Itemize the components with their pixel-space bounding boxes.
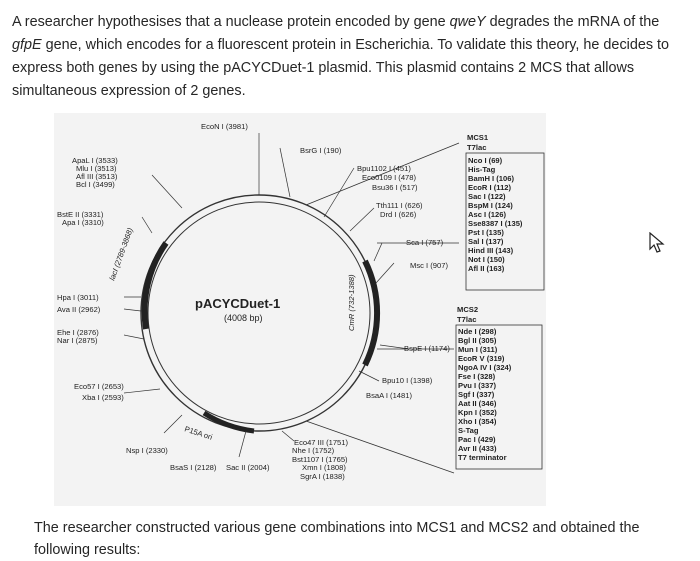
site-label: Tth111 I (626): [376, 201, 423, 210]
site-label: Nsp I (2330): [126, 446, 168, 455]
site-label: Sca I (757): [406, 238, 444, 247]
site-label: Ehe I (2876): [57, 328, 99, 337]
site-label: Eco57 I (2653): [74, 382, 124, 391]
laci-label: lacI (2789-3868): [107, 226, 135, 281]
site-label: Eco47 III (1751): [294, 438, 349, 447]
site-label: BspE I (1174): [404, 344, 450, 353]
mcs2-site: Kpn I (352): [458, 408, 497, 417]
mcs2-site: Fse I (328): [458, 372, 496, 381]
mcs1-site: Afl II (163): [468, 264, 505, 273]
site-label: Nar I (2875): [57, 336, 98, 345]
plasmid-ring-inner: [147, 201, 371, 425]
mcs1-site: Sac I (122): [468, 192, 506, 201]
site-label: Mlu I (3513): [76, 164, 117, 173]
site-label: Drd I (626): [380, 210, 417, 219]
mcs1-site: Pst I (135): [468, 228, 504, 237]
site-label: ApaL I (3533): [72, 156, 118, 165]
site-label: BsrG I (190): [300, 146, 342, 155]
right-sites: Bpu1102 I (451) Eco0109 I (478) Bsu36 I …: [357, 164, 450, 400]
site-label: EcoN I (3981): [201, 122, 248, 131]
site-label: Msc I (907): [410, 261, 448, 270]
mcs1-site: Hind III (143): [468, 246, 514, 255]
site-label: Sac II (2004): [226, 463, 270, 472]
mcs2-site: NgoA IV I (324): [458, 363, 512, 372]
mcs2-site: S-Tag: [458, 426, 479, 435]
mouse-cursor-icon: [649, 232, 665, 253]
site-label: Hpa I (3011): [57, 293, 99, 302]
laci-arc: [141, 241, 169, 330]
site-label: BsaS I (2128): [170, 463, 217, 472]
mcs2-site: Sgf I (337): [458, 390, 495, 399]
footer-text: The researcher constructed various gene …: [34, 520, 640, 558]
mcs1-site: Nco I (69): [468, 156, 503, 165]
site-label: Bpu10 I (1398): [382, 376, 433, 385]
site-label: Bpu1102 I (451): [357, 164, 411, 173]
mcs2-site: Mun I (311): [458, 345, 498, 354]
ori-arc: [202, 410, 255, 434]
site-label: Eco0109 I (478): [362, 173, 417, 182]
cmr-label: CmR (732-1388): [347, 274, 356, 331]
plasmid-map-svg: ApaL I (3533) Mlu I (3513) Afl III (3513…: [57, 122, 545, 481]
mcs1-site: EcoR I (112): [468, 183, 512, 192]
question-part: degrades the mRNA of the: [485, 14, 660, 30]
mcs1-site: Asc I (126): [468, 210, 506, 219]
site-label: Ava II (2962): [57, 305, 101, 314]
site-label: Nhe I (1752): [292, 446, 335, 455]
mcs2-site: T7 terminator: [458, 453, 507, 462]
mcs2-site: Bgl II (305): [458, 336, 497, 345]
site-label: SgrA I (1838): [300, 472, 345, 481]
mcs1-title: MCS1: [467, 133, 489, 142]
mcs2-site: Nde I (298): [458, 327, 497, 336]
site-label: Bcl I (3499): [76, 180, 115, 189]
mcs2-site: Pvu I (337): [458, 381, 496, 390]
site-label: Xba I (2593): [82, 393, 124, 402]
question-part: A researcher hypothesises that a nucleas…: [12, 14, 450, 30]
plasmid-size: (4008 bp): [224, 313, 263, 323]
mcs1-site: Sse8387 I (135): [468, 219, 523, 228]
mcs2-site: EcoR V (319): [458, 354, 505, 363]
mcs1-site: BamH I (106): [468, 174, 514, 183]
mcs2-promoter: T7lac: [457, 315, 476, 324]
mcs2-site: Xho I (354): [458, 417, 497, 426]
mcs1-site: His-Tag: [468, 165, 496, 174]
mcs1-box: MCS1 T7lac Nco I (69) His-Tag BamH I (10…: [465, 133, 545, 291]
mcs2-site: Pac I (429): [458, 435, 496, 444]
site-label: Apa I (3310): [62, 218, 104, 227]
mcs2-site: Avr II (433): [458, 444, 497, 453]
plasmid-name: pACYCDuet-1: [195, 296, 280, 311]
mcs1-site: BspM I (124): [468, 201, 513, 210]
site-label: Afl III (3513): [76, 172, 118, 181]
mcs1-site: Sal I (137): [468, 237, 504, 246]
ori-label: P15A ori: [183, 424, 213, 442]
site-label: BstE II (3331): [57, 210, 104, 219]
cmr-arc: [362, 259, 381, 367]
question-part: gene, which encodes for a fluorescent pr…: [12, 37, 670, 99]
site-label: Bsu36 I (517): [372, 183, 418, 192]
mcs1-promoter: T7lac: [467, 143, 486, 152]
lower-sites: Eco47 III (1751) Nhe I (1752) Bst1107 I …: [292, 438, 349, 481]
mcs2-title: MCS2: [457, 305, 478, 314]
mcs2-box: MCS2 T7lac Nde I (298) Bgl II (305) Mun …: [455, 305, 543, 470]
gene-name-gfpe: gfpE: [12, 37, 42, 53]
plasmid-map-figure: ApaL I (3533) Mlu I (3513) Afl III (3513…: [54, 113, 546, 506]
mcs2-site: Aat II (346): [458, 399, 497, 408]
mcs1-site: Not I (150): [468, 255, 505, 264]
left-sites: ApaL I (3533) Mlu I (3513) Afl III (3513…: [57, 156, 124, 402]
gene-name-qwey: qweY: [449, 14, 486, 30]
site-label: Bst1107 I (1765): [292, 455, 348, 464]
site-label: Xmn I (1808): [302, 463, 346, 472]
site-label: BsaA I (1481): [366, 391, 412, 400]
question-text: A researcher hypothesises that a nucleas…: [12, 11, 692, 103]
